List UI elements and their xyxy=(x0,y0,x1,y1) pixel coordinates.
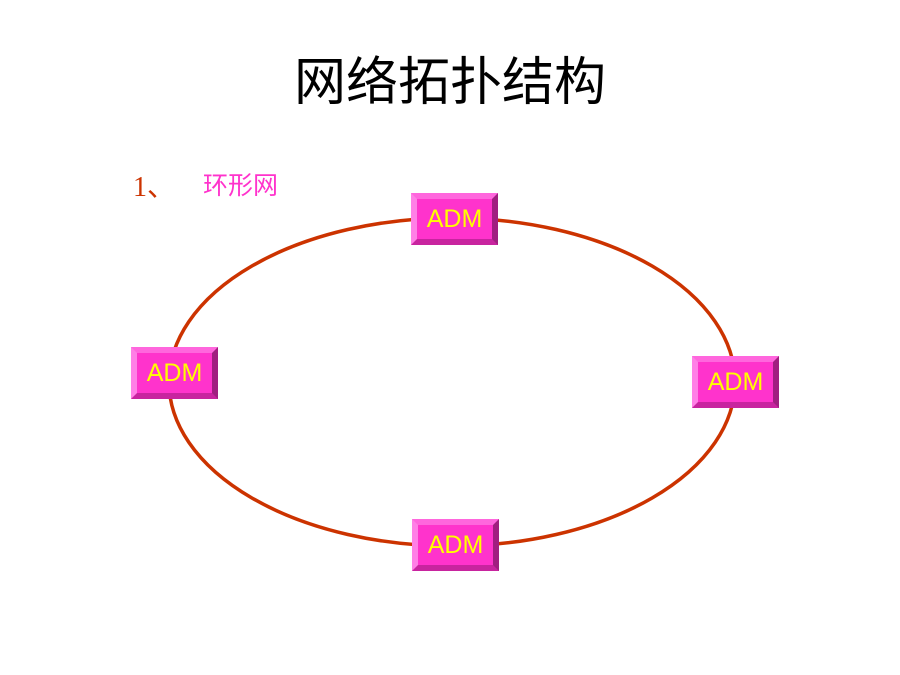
adm-node-bottom: ADM xyxy=(412,519,499,571)
slide-title: 网络拓扑结构 xyxy=(293,53,606,113)
ring-link xyxy=(167,216,737,548)
section-label: 环形网 xyxy=(203,171,279,200)
section-number: 1、 xyxy=(133,172,176,203)
adm-node-left: ADM xyxy=(131,347,218,399)
adm-node-top: ADM xyxy=(411,193,498,245)
adm-node-right: ADM xyxy=(692,356,779,408)
